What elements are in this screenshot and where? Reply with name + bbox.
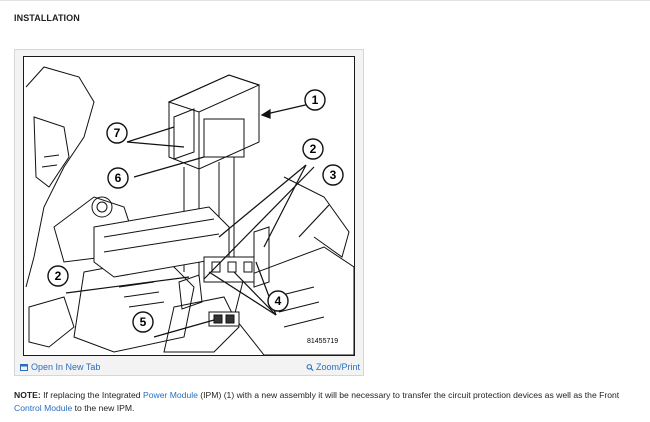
top-border <box>0 0 650 1</box>
zoom-print-link[interactable]: Zoom/Print <box>306 362 360 372</box>
callout-7: 7 <box>114 126 121 140</box>
installation-note: NOTE: If replacing the Integrated Power … <box>14 389 634 415</box>
ipm-diagram: 1 2 2 3 4 5 6 7 81455719 <box>25 66 354 355</box>
note-text-1: If replacing the Integrated <box>43 390 143 400</box>
figure-id-label: 81455719 <box>307 338 338 345</box>
figure-illustration: 1 2 2 3 4 5 6 7 81455719 <box>23 56 355 356</box>
callout-2-left: 2 <box>55 269 62 283</box>
callout-5: 5 <box>140 315 147 329</box>
open-new-tab-icon <box>20 363 28 371</box>
note-text-2: (IPM) (1) with a new assembly it will be… <box>197 390 620 400</box>
figure-frame: 1 2 2 3 4 5 6 7 81455719 Open In New Tab <box>14 49 364 376</box>
figure-toolbar: Open In New Tab Zoom/Print <box>15 357 363 375</box>
control-module-link[interactable]: Control Module <box>14 403 73 413</box>
open-new-tab-link[interactable]: Open In New Tab <box>20 362 100 372</box>
power-module-link[interactable]: Power Module <box>142 390 198 400</box>
zoom-icon <box>306 363 314 371</box>
zoom-print-label: Zoom/Print <box>315 362 360 372</box>
callout-3: 3 <box>330 168 337 182</box>
callout-1: 1 <box>312 93 319 107</box>
callout-4: 4 <box>275 294 282 308</box>
callout-2-top: 2 <box>310 142 317 156</box>
section-title: INSTALLATION <box>14 13 80 23</box>
note-text-3: to the new IPM. <box>72 403 135 413</box>
callout-6: 6 <box>115 171 122 185</box>
note-label: NOTE: <box>14 390 41 400</box>
open-new-tab-label: Open In New Tab <box>31 362 101 372</box>
